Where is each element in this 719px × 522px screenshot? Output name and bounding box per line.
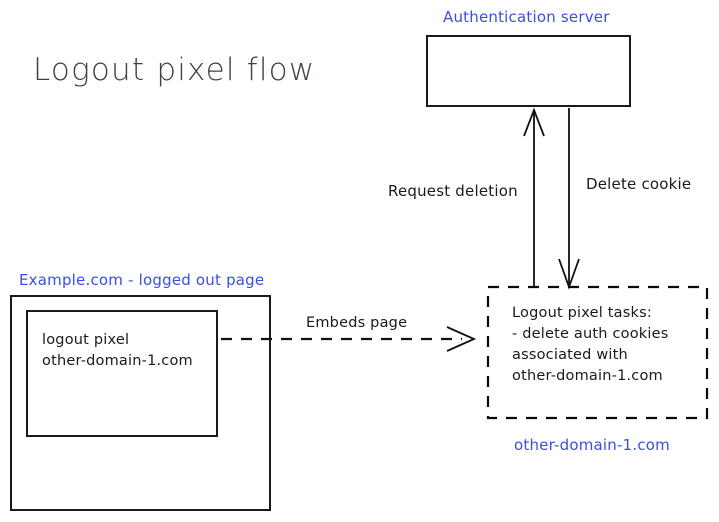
- auth-server-label: Authentication server: [443, 8, 610, 26]
- request-deletion-label: Request deletion: [388, 182, 518, 200]
- example-page-label: Example.com - logged out page: [19, 271, 264, 289]
- logout-pixel-line-1: logout pixel: [42, 332, 129, 348]
- logout-pixel-box[interactable]: [26, 310, 218, 437]
- logout-pixel-tasks-line-2: - delete auth cookies: [512, 326, 669, 342]
- page-title: Logout pixel flow: [33, 52, 315, 88]
- logout-pixel-line-2: other-domain-1.com: [42, 353, 193, 369]
- request-deletion-arrow-head: [523, 107, 545, 137]
- logout-pixel-tasks-line-3: associated with: [512, 347, 628, 363]
- logout-pixel-tasks-box[interactable]: [486, 285, 709, 420]
- auth-server-box[interactable]: [426, 35, 631, 107]
- logout-pixel-tasks-line-4: other-domain-1.com: [512, 368, 663, 384]
- embeds-page-label: Embeds page: [306, 315, 407, 331]
- other-domain-footer-label: other-domain-1.com: [514, 436, 670, 454]
- logout-pixel-tasks-line-1: Logout pixel tasks:: [512, 305, 652, 321]
- delete-cookie-label: Delete cookie: [586, 175, 691, 193]
- embeds-page-arrow-head: [446, 326, 477, 352]
